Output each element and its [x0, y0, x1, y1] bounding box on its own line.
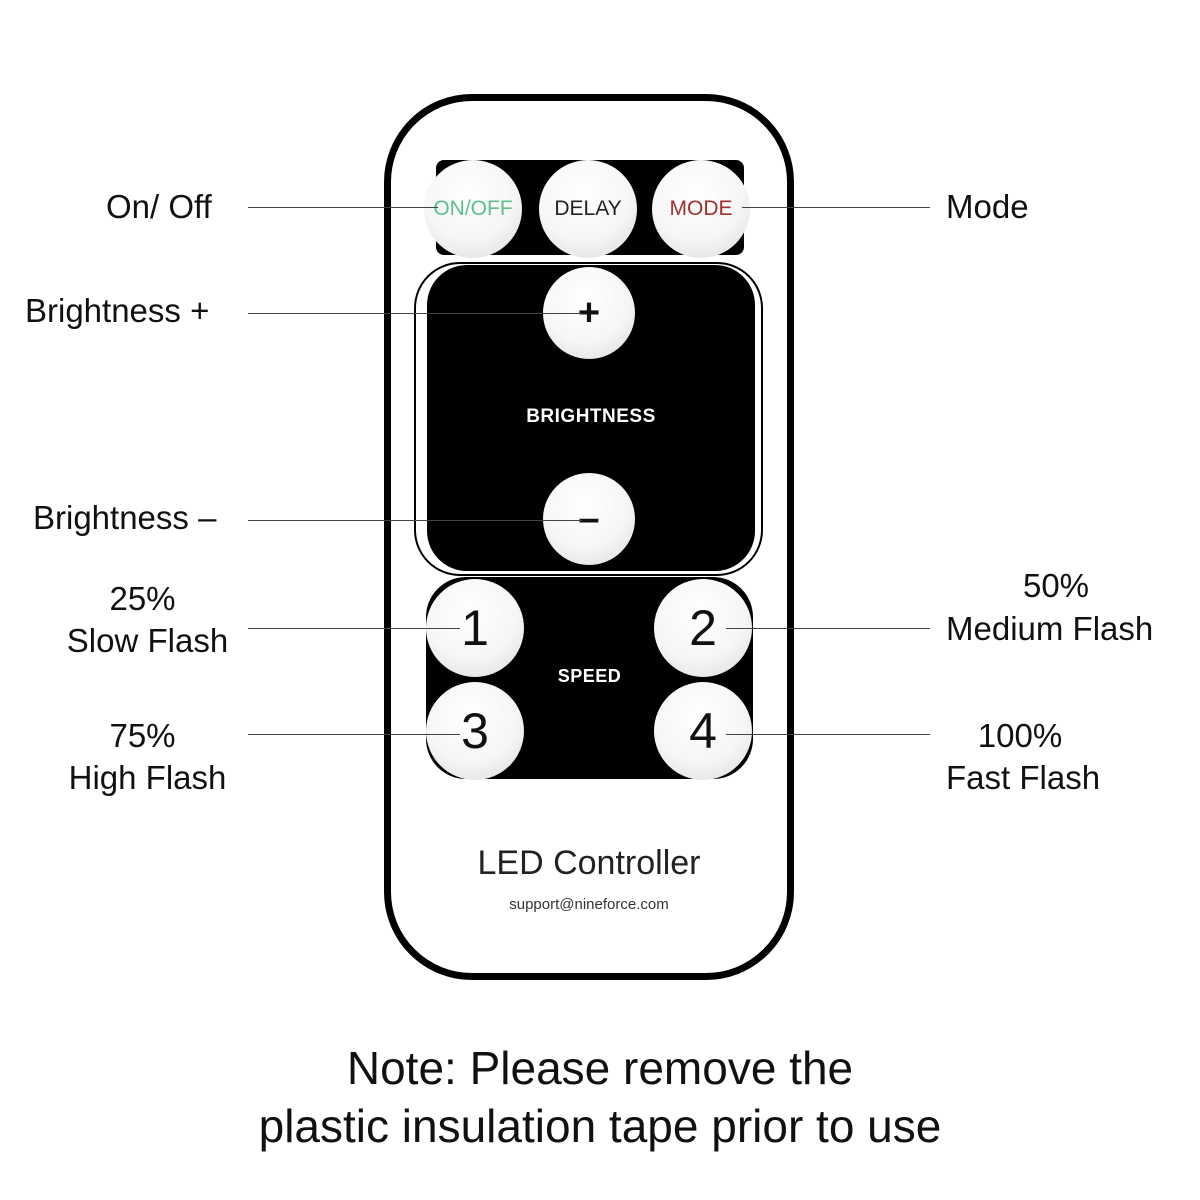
- speed-4-button[interactable]: 4: [654, 682, 752, 780]
- mode-leader-line: [742, 207, 930, 208]
- callout-mode: Mode: [946, 188, 1029, 225]
- support-email: support@nineforce.com: [509, 896, 669, 913]
- callout-brightness-minus: Brightness –: [33, 499, 217, 536]
- callout-brightness-plus: Brightness +: [25, 292, 210, 329]
- note-line-1: Note: Please remove the: [346, 1042, 854, 1094]
- bright-minus-leader-line: [248, 520, 582, 521]
- speed-label: SPEED: [557, 666, 622, 686]
- callout-speed2-name: Medium Flash: [946, 610, 1154, 647]
- speed-3-button[interactable]: 3: [426, 682, 524, 780]
- speed3-leader-line: [248, 734, 460, 735]
- brightness-label: BRIGHTNESS: [526, 406, 656, 427]
- speed2-leader-line: [726, 628, 930, 629]
- onoff-leader-line: [248, 207, 438, 208]
- bright-plus-leader-line: [248, 313, 582, 314]
- note-line-2: plastic insulation tape prior to use: [258, 1100, 942, 1152]
- callout-speed2-percent: 50%: [1022, 567, 1090, 604]
- callout-onoff: On/ Off: [106, 188, 212, 225]
- callout-speed4-name: Fast Flash: [946, 759, 1101, 796]
- mode-button[interactable]: MODE: [652, 160, 750, 258]
- callout-speed1-percent: 25%: [109, 580, 176, 617]
- speed1-leader-line: [248, 628, 460, 629]
- callout-speed4-percent: 100%: [977, 717, 1063, 754]
- callout-speed1-name: Slow Flash: [66, 622, 229, 659]
- brand-title: LED Controller: [477, 844, 701, 882]
- delay-button[interactable]: DELAY: [539, 160, 637, 258]
- speed4-leader-line: [726, 734, 930, 735]
- callout-speed3-percent: 75%: [109, 717, 176, 754]
- callout-speed3-name: High Flash: [68, 759, 227, 796]
- on-off-button[interactable]: ON/OFF: [424, 160, 522, 258]
- brightness-outline: [414, 262, 763, 576]
- brightness-minus-button[interactable]: –: [543, 473, 635, 565]
